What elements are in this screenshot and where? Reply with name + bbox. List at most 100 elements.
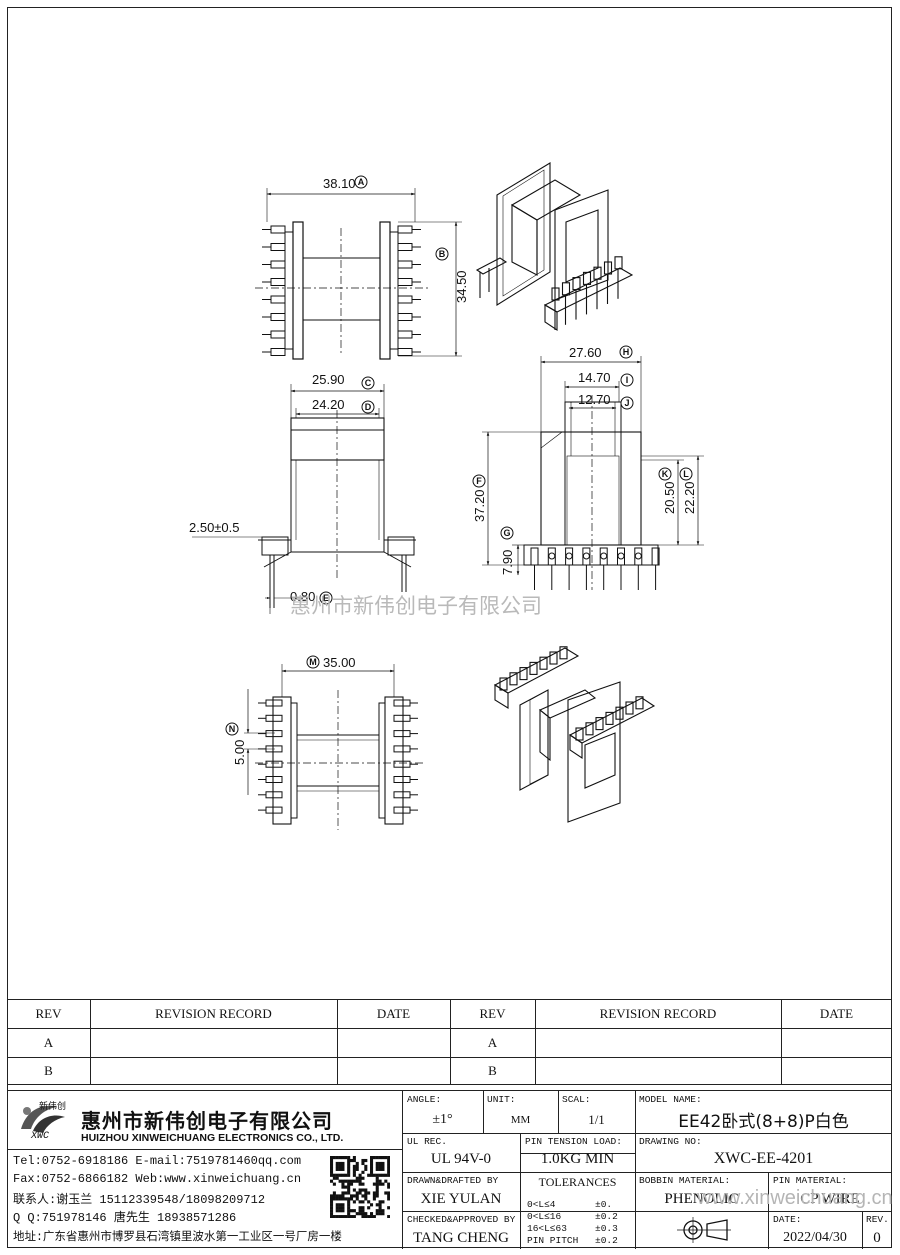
pin-housing bbox=[614, 256, 623, 270]
bobbin-material-value: PHENOLIC bbox=[664, 1191, 739, 1207]
pin bbox=[397, 313, 413, 321]
pin bbox=[393, 806, 411, 814]
pin bbox=[270, 348, 286, 356]
dim-38-10: 38.10 bbox=[323, 176, 356, 191]
tol-range-4: PIN PITCH bbox=[527, 1235, 579, 1246]
callout-circle bbox=[361, 400, 375, 414]
drawn-by-value: XIE YULAN bbox=[420, 1191, 502, 1207]
scale-label: SCAL: bbox=[562, 1094, 591, 1105]
dim-25-90: 25.90 bbox=[312, 372, 345, 387]
checked-by-value: TANG CHENG bbox=[413, 1230, 509, 1246]
pin bbox=[393, 776, 411, 783]
revision-record-header-2: REVISION RECORD bbox=[599, 1006, 717, 1021]
rev-row-a-right: A bbox=[487, 1035, 498, 1050]
pin bbox=[397, 348, 413, 356]
pin-material-value: CP WIRE bbox=[800, 1191, 860, 1207]
callout-circle bbox=[679, 467, 693, 481]
bottom-view bbox=[244, 664, 425, 830]
company-name-cn: 惠州市新伟创电子有限公司 bbox=[81, 1109, 333, 1133]
dim-37-20: 37.20 bbox=[472, 489, 487, 522]
checked-by-label: CHECKED&APPROVED BY bbox=[407, 1214, 516, 1225]
dim-35-00: 35.00 bbox=[323, 655, 356, 670]
pin-housing bbox=[499, 677, 508, 691]
bobbin-material-label: BOBBIN MATERIAL: bbox=[639, 1175, 731, 1186]
technical-drawing: 38.10 34.50 25.90 24.20 2.50±0.5 0.80 27… bbox=[189, 162, 704, 830]
pin bbox=[397, 260, 413, 269]
pin bbox=[265, 806, 283, 814]
logo-abbr: XWC bbox=[31, 1131, 50, 1142]
pin-hole bbox=[600, 552, 608, 560]
pin-housing bbox=[615, 706, 624, 720]
callout-circle bbox=[620, 373, 634, 387]
callout-circle bbox=[354, 175, 368, 189]
pin-housing bbox=[529, 661, 538, 675]
callout-circle bbox=[619, 345, 633, 359]
tol-range-1: 0<L≤4 bbox=[527, 1199, 556, 1210]
callout-letter: J bbox=[624, 398, 629, 408]
pin-housing bbox=[539, 656, 548, 670]
qr-code-icon bbox=[330, 1156, 391, 1219]
drawing-no-label: DRAWING NO: bbox=[639, 1136, 702, 1147]
pin-hole bbox=[548, 552, 556, 560]
pin bbox=[265, 776, 283, 783]
address-line: 地址:广东省惠州市博罗县石湾镇里波水第一工业区一号厂房一楼 bbox=[13, 1231, 342, 1244]
unit-value: MM bbox=[510, 1114, 531, 1126]
tol-range-3: 16<L≤63 bbox=[527, 1223, 567, 1234]
callout-circle bbox=[658, 467, 672, 481]
dim-7-90: 7.90 bbox=[500, 550, 515, 575]
pin bbox=[397, 295, 413, 304]
pin-tension-label: PIN TENSION LOAD: bbox=[525, 1136, 622, 1147]
revision-table: REV REVISION RECORD DATE REV REVISION RE… bbox=[7, 999, 892, 1085]
side-view bbox=[192, 384, 416, 614]
ul-rec-value: UL 94V-0 bbox=[430, 1151, 492, 1167]
pin-housing bbox=[575, 727, 584, 741]
callout-letter: H bbox=[623, 347, 630, 357]
watermark: 惠州市新伟创电子有限公司 bbox=[290, 595, 542, 618]
pin bbox=[397, 278, 413, 286]
front-view bbox=[482, 356, 704, 590]
pin bbox=[270, 278, 286, 286]
ul-rec-label: UL REC. bbox=[407, 1136, 447, 1147]
dim-34-50: 34.50 bbox=[454, 270, 469, 303]
angle-label: ANGLE: bbox=[407, 1094, 442, 1105]
callout-letter: F bbox=[476, 476, 482, 486]
pin-housing bbox=[595, 717, 604, 731]
pin bbox=[265, 791, 283, 799]
pin-housing bbox=[635, 696, 644, 710]
tol-value-3: ±0.3 bbox=[595, 1223, 618, 1234]
pin bbox=[265, 760, 283, 768]
callout-letter: M bbox=[309, 657, 317, 667]
drawing-frame bbox=[7, 7, 892, 1248]
rev-value: 0 bbox=[873, 1230, 881, 1246]
pin bbox=[393, 730, 411, 738]
date-label: DATE: bbox=[773, 1214, 802, 1225]
revision-record-header-1: REVISION RECORD bbox=[155, 1006, 272, 1021]
pin bbox=[270, 313, 286, 321]
rev-label: REV. bbox=[866, 1214, 889, 1225]
tolerances-label: TOLERANCES bbox=[538, 1175, 617, 1189]
pin-housing bbox=[625, 701, 634, 715]
pin bbox=[270, 295, 286, 304]
callout-circle bbox=[620, 396, 634, 410]
pin-housing bbox=[519, 667, 528, 681]
pin-hole bbox=[634, 552, 642, 560]
model-name-value: EE42卧式(8+8)P白色 bbox=[678, 1112, 849, 1132]
watermark-url: www.xinweichuang.cn bbox=[697, 1187, 893, 1209]
dimension-labels: 38.10 34.50 25.90 24.20 2.50±0.5 0.80 27… bbox=[189, 176, 697, 765]
callout-circle bbox=[225, 722, 239, 736]
callout-circle bbox=[435, 247, 449, 261]
callout-letter: K bbox=[662, 469, 669, 479]
pin bbox=[265, 730, 283, 738]
company-logo bbox=[13, 1099, 73, 1145]
pin-housing bbox=[509, 672, 518, 686]
tol-value-4: ±0.2 bbox=[595, 1235, 618, 1246]
date-value: 2022/04/30 bbox=[783, 1230, 847, 1245]
angle-value: ±1° bbox=[432, 1112, 453, 1127]
pin bbox=[397, 330, 413, 339]
model-name-label: MODEL NAME: bbox=[639, 1094, 702, 1105]
pin-hole bbox=[582, 552, 590, 560]
pin bbox=[393, 791, 411, 799]
title-block: 新伟创 XWC 惠州市新伟创电子有限公司 HUIZHOU XINWEICHUAN… bbox=[7, 1090, 893, 1249]
dim-0-80: 0.80 bbox=[290, 589, 315, 604]
top-view bbox=[255, 188, 462, 360]
